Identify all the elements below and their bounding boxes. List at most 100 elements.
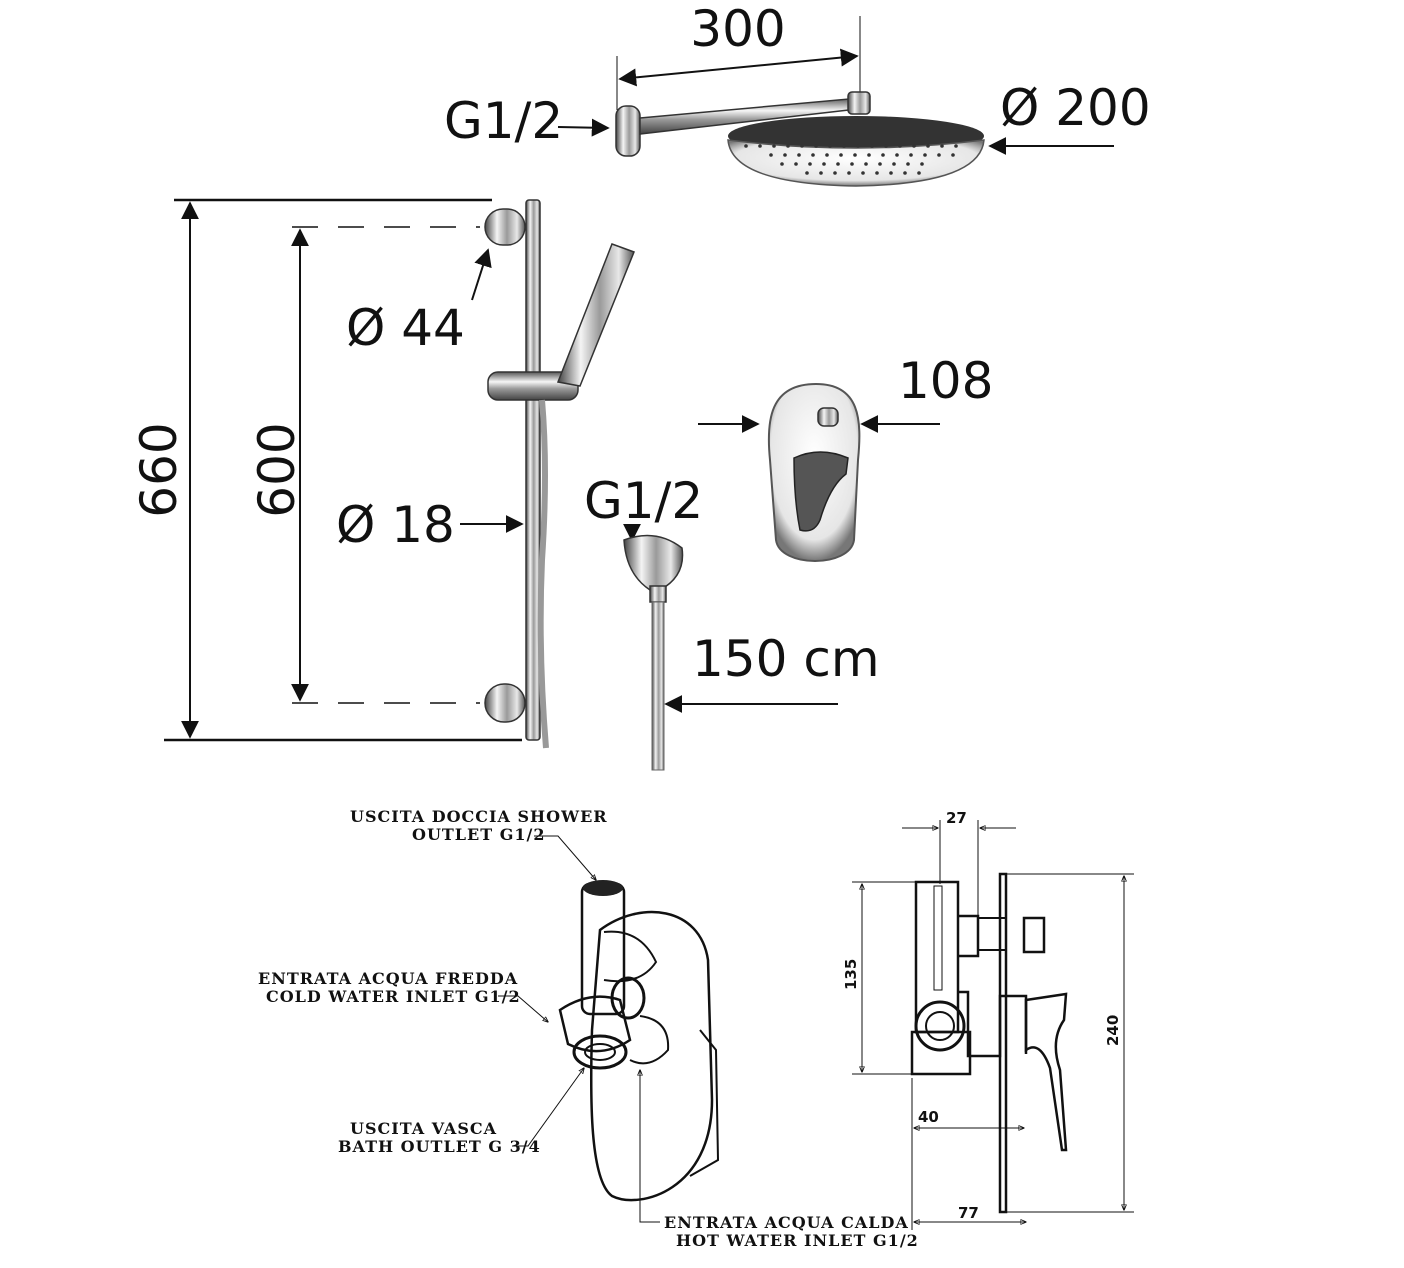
dim-135-label: 135 (842, 959, 860, 990)
inlet-port-inner (925, 1011, 955, 1041)
total-height-label: 660 (130, 422, 188, 517)
nozzle-dot (864, 162, 868, 166)
valve-section-drawing: 27 135 240 40 77 (842, 809, 1134, 1230)
valve-cover-edge (689, 1029, 720, 1177)
arm-length-label: 300 (690, 0, 785, 58)
valve-body-marking (933, 885, 943, 991)
cartridge-housing (958, 990, 1028, 1058)
hot-inlet-body (629, 1015, 670, 1065)
valve-cover-outline (589, 910, 714, 1202)
nozzle-dot (780, 162, 784, 166)
bracket-diameter-arrow (471, 248, 492, 301)
mixer-lever (793, 451, 849, 532)
outlet-thread-label: G1/2 (584, 472, 703, 530)
shower-outlet-label-1: USCITA DOCCIA SHOWER (350, 807, 608, 826)
nozzle-dot (878, 162, 882, 166)
dim-27-label: 27 (946, 809, 967, 827)
bottom-wall-bracket (484, 683, 526, 723)
diverter-button (1022, 916, 1046, 954)
hose-length-label: 150 cm (692, 630, 880, 688)
nozzle-dot (825, 153, 829, 157)
nozzle-dot (833, 171, 837, 175)
nozzle-dot (856, 144, 860, 148)
nozzle-dot (867, 153, 871, 157)
nozzle-dot (758, 144, 762, 148)
nozzle-dot (811, 153, 815, 157)
shower-outlet-tube (580, 882, 626, 1016)
valve-cartridge (603, 930, 658, 983)
arm-thread-arrow (557, 118, 610, 137)
nozzle-dot (839, 153, 843, 157)
dim-240-label: 240 (1104, 1015, 1122, 1046)
arm-length-dimension (618, 48, 859, 87)
nozzle-dot (875, 171, 879, 175)
nozzle-dot (828, 144, 832, 148)
nozzle-dot (847, 171, 851, 175)
bracket-spacing-label: 600 (248, 422, 306, 517)
shower-outlet-leader (534, 835, 596, 880)
cold-inlet-label-2: COLD WATER INLET G1/2 (266, 987, 521, 1006)
nozzle-dot (783, 153, 787, 157)
dim-40-label: 40 (918, 1108, 939, 1126)
top-wall-bracket (484, 208, 526, 246)
nozzle-dot (884, 144, 888, 148)
nozzle-dot (926, 144, 930, 148)
bath-outlet-label-1: USCITA VASCA (350, 1119, 497, 1138)
nozzle-dot (769, 153, 773, 157)
nozzle-dot (794, 162, 798, 166)
nozzle-dot (895, 153, 899, 157)
cold-inlet-port (610, 976, 646, 1020)
bath-outlet-leader (512, 1068, 584, 1147)
nozzle-dot (814, 144, 818, 148)
shower-outlet-label-2: OUTLET G1/2 (412, 825, 546, 844)
diverter-housing (958, 914, 980, 958)
nozzle-dot (892, 162, 896, 166)
valve-base (910, 1030, 972, 1076)
slide-rail-bar (525, 199, 541, 741)
wall-outlet-elbow (623, 534, 684, 591)
shower-head-nozzles (744, 144, 958, 175)
nozzle-dot (800, 144, 804, 148)
arm-joint (847, 91, 871, 115)
nozzle-dot (912, 144, 916, 148)
hand-shower (556, 243, 635, 387)
cold-inlet-body (558, 995, 632, 1053)
nozzle-dot (786, 144, 790, 148)
arm-thread-label: G1/2 (444, 92, 563, 150)
dim-77-label: 77 (958, 1204, 979, 1222)
hose-nut (649, 585, 667, 603)
nozzle-dot (797, 153, 801, 157)
diverter-knob (817, 407, 839, 427)
nozzle-dot (853, 153, 857, 157)
nozzle-dot (889, 171, 893, 175)
rail-hose (537, 399, 549, 749)
nozzle-dot (906, 162, 910, 166)
nozzle-dot (772, 144, 776, 148)
nozzle-dot (940, 144, 944, 148)
nozzle-dot (861, 171, 865, 175)
nozzle-dot (954, 144, 958, 148)
nozzle-dot (842, 144, 846, 148)
bath-outlet-port (572, 1034, 628, 1070)
inlet-port-outer (914, 1000, 966, 1052)
nozzle-dot (744, 144, 748, 148)
nozzle-dot (881, 153, 885, 157)
bath-outlet-bore (584, 1043, 616, 1061)
nozzle-dot (870, 144, 874, 148)
nozzle-dot (951, 153, 955, 157)
nozzle-dot (822, 162, 826, 166)
valve-body-drawing: USCITA DOCCIA SHOWER OUTLET G1/2 ENTRATA… (258, 807, 919, 1250)
hot-inlet-leader (640, 1070, 660, 1223)
nozzle-dot (805, 171, 809, 175)
hot-inlet-label-2: HOT WATER INLET G1/2 (676, 1231, 919, 1250)
nozzle-dot (819, 171, 823, 175)
arm-wall-flange (615, 105, 641, 157)
nozzle-dot (917, 171, 921, 175)
nozzle-dot (909, 153, 913, 157)
plate-width-label: 108 (898, 352, 993, 410)
bath-outlet-label-2: BATH OUTLET G 3/4 (338, 1137, 541, 1156)
nozzle-dot (920, 162, 924, 166)
nozzle-dot (850, 162, 854, 166)
shower-hose (651, 601, 665, 771)
